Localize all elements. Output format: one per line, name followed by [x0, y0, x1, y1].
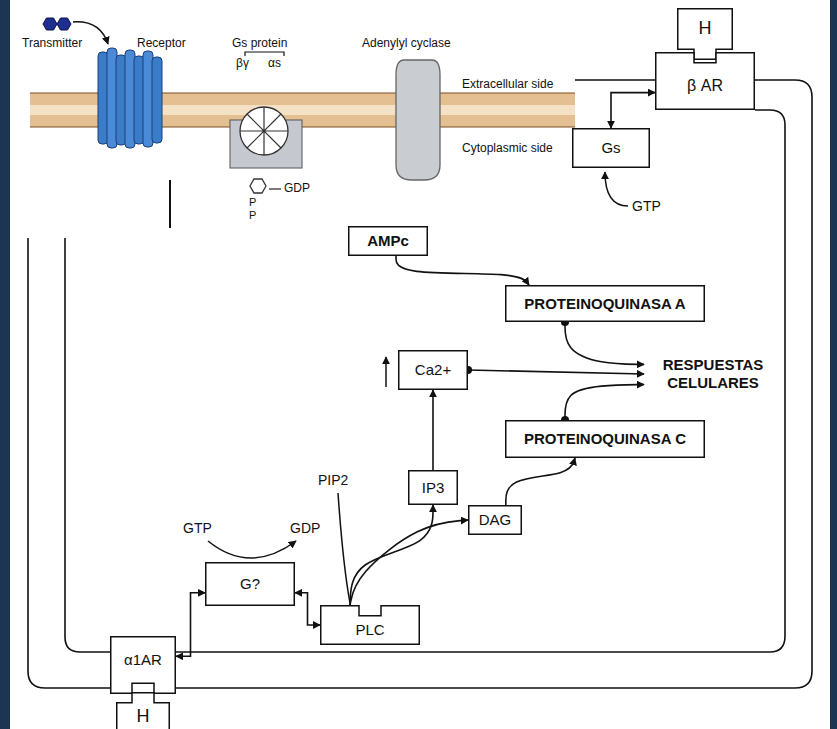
process-box: IP3	[408, 470, 458, 505]
node-text: Gs	[601, 139, 620, 157]
box-body: Ca2+	[398, 350, 468, 390]
process-box: β AR	[655, 52, 755, 110]
box-border	[349, 227, 428, 256]
box-body: α1AR	[110, 636, 176, 684]
box-border	[206, 563, 295, 606]
text-label: GDP	[284, 182, 310, 196]
wheel-spokes	[240, 107, 288, 155]
connector-arrow	[611, 93, 655, 128]
gtp-arrow	[605, 172, 628, 206]
box-body: Gs	[572, 128, 650, 168]
box-border	[678, 9, 733, 60]
process-box: PLC	[320, 605, 420, 645]
connector-arrow	[396, 256, 529, 285]
bond-line	[269, 188, 281, 189]
box-body: DAG	[468, 505, 522, 535]
text-label: Adenylyl cyclase	[362, 37, 451, 51]
increase-arrow	[385, 357, 387, 387]
node-text: H	[137, 706, 150, 728]
box-border	[321, 606, 420, 645]
connector-arrow	[432, 390, 434, 470]
gdp-icon	[250, 179, 266, 193]
text-label: PIP2	[318, 472, 348, 488]
text-label: Extracellular side	[462, 78, 553, 92]
connector-arrow	[506, 458, 575, 505]
connector-arrow	[350, 520, 468, 605]
response-label-box: RESPUESTAS CELULARES	[644, 350, 782, 398]
bracket	[245, 52, 284, 56]
pip2-curve	[338, 493, 350, 603]
box-border	[573, 129, 650, 168]
box-body: H	[677, 8, 733, 50]
box-border	[117, 693, 170, 729]
connector-arrow	[565, 322, 644, 364]
cell-outline	[65, 110, 785, 652]
node-text: AMPc	[367, 232, 409, 250]
process-box: AMPc	[348, 226, 428, 256]
text-label: Gs protein	[232, 37, 287, 51]
box-body: PLC	[320, 615, 420, 645]
node-text: IP3	[422, 479, 445, 497]
text-label: αs	[268, 57, 281, 71]
text-label: GDP	[290, 520, 320, 536]
box-border	[469, 506, 522, 535]
transmitter-icon	[43, 18, 57, 30]
node-text: PLC	[355, 621, 384, 639]
text-label: P	[249, 196, 256, 209]
node-text: PROTEINOQUINASA A	[524, 295, 685, 313]
connector-arrow	[176, 593, 205, 657]
connector-arrow	[468, 370, 644, 374]
box-body: H	[116, 702, 170, 729]
cell-outline	[28, 80, 812, 688]
text-label: Transmitter	[22, 37, 82, 51]
text-label: Receptor	[137, 37, 186, 51]
node-text: DAG	[479, 511, 512, 529]
text-label: Cytoplasmic side	[462, 142, 553, 156]
box-body: PROTEINOQUINASA C	[505, 420, 705, 458]
node-text: Ca2+	[415, 361, 451, 379]
node-text: PROTEINOQUINASA C	[524, 430, 686, 448]
node-text: α1AR	[124, 651, 162, 669]
text-label: P	[249, 209, 256, 222]
process-box: Gs	[572, 128, 650, 168]
process-box: α1AR	[110, 636, 176, 694]
connector-arrow	[350, 505, 433, 605]
node-text: RESPUESTAS CELULARES	[644, 356, 782, 392]
process-box: DAG	[468, 505, 522, 535]
process-box: PROTEINOQUINASA A	[505, 285, 705, 322]
node-text: β AR	[687, 76, 723, 95]
node-text: H	[699, 18, 712, 40]
text-label: βγ	[236, 57, 249, 71]
text-label: GTP	[183, 520, 212, 536]
adenylyl-cyclase	[396, 60, 440, 180]
box-border	[656, 53, 755, 110]
process-box: G?	[205, 562, 295, 606]
box-body: IP3	[408, 470, 458, 505]
rule-line	[169, 180, 171, 228]
box-border	[409, 471, 458, 505]
box-body: G?	[205, 562, 295, 606]
box-border	[506, 286, 705, 322]
g-protein-wheel	[240, 107, 288, 155]
transmitter-icon	[57, 18, 71, 30]
gtp-gdp-arrow	[208, 541, 296, 558]
box-body: β AR	[655, 62, 755, 110]
text-label: GTP	[632, 198, 661, 214]
node-text: G?	[240, 575, 260, 593]
process-box: PROTEINOQUINASA C	[505, 420, 705, 458]
box-border	[111, 637, 176, 694]
connector-arrow	[565, 385, 644, 420]
process-box: Ca2+	[398, 350, 468, 390]
box-body: AMPc	[348, 226, 428, 256]
connectors	[176, 93, 655, 657]
process-box: H	[116, 692, 170, 729]
box-body: PROTEINOQUINASA A	[505, 285, 705, 322]
receptor-helix	[152, 57, 162, 143]
box-body: RESPUESTAS CELULARES	[644, 350, 782, 398]
box-border	[399, 351, 468, 390]
box-border	[506, 421, 705, 458]
connector-arrow	[295, 593, 320, 625]
